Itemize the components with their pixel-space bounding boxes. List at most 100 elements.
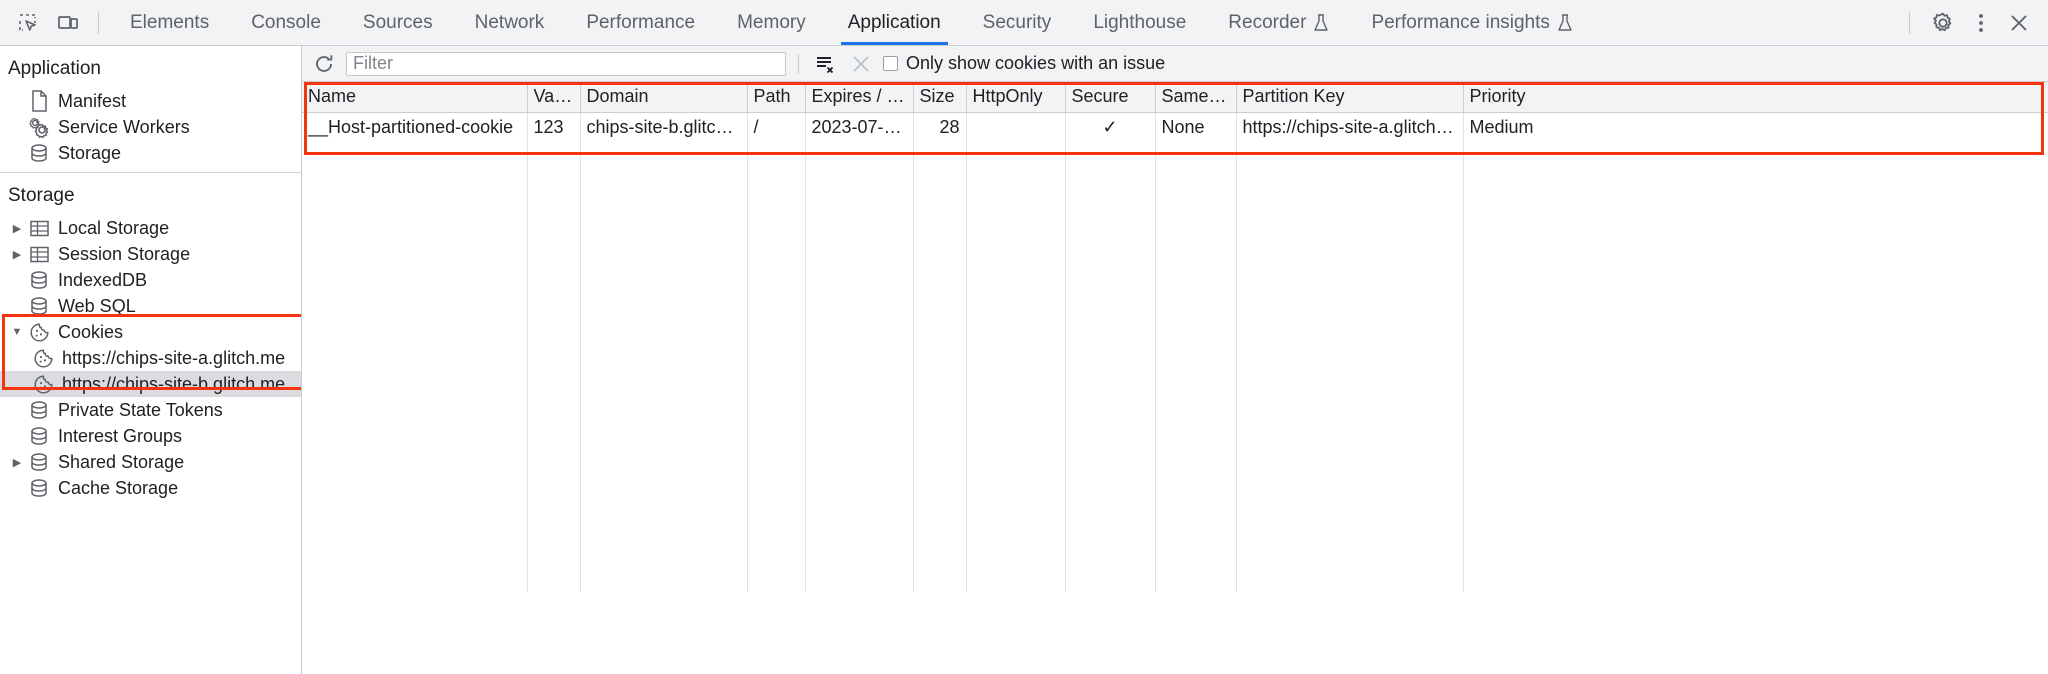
tab-recorder[interactable]: Recorder: [1207, 0, 1350, 45]
cookie-icon: [26, 322, 52, 343]
clear-all-cookies-icon[interactable]: [847, 50, 875, 78]
table-filler-row: [302, 322, 2048, 352]
settings-gear-icon[interactable]: [1924, 1, 1962, 45]
sidebar-item-cache-storage[interactable]: ▶ Cache Storage: [0, 475, 301, 501]
sidebar-item-label: IndexedDB: [58, 269, 148, 290]
sidebar-item-web-sql[interactable]: ▶ Web SQL: [0, 293, 301, 319]
sidebar-item-interest-groups[interactable]: ▶ Interest Groups: [0, 423, 301, 449]
tab-security-label: Security: [982, 11, 1052, 33]
sidebar-item-label: Web SQL: [58, 295, 136, 316]
cookies-panel: Filter Only show cookies with an: [302, 46, 2048, 674]
only-issues-checkbox-row[interactable]: Only show cookies with an issue: [883, 53, 1165, 74]
cell-value[interactable]: 123: [527, 112, 581, 142]
cell-httponly[interactable]: [966, 112, 1066, 142]
tab-memory[interactable]: Memory: [716, 0, 827, 45]
section-title-storage: Storage: [8, 185, 75, 206]
column-header-httponly[interactable]: HttpOnly: [966, 82, 1066, 113]
cookie-icon: [30, 374, 56, 395]
cell-expires[interactable]: 2023-07-07…: [805, 112, 914, 142]
refresh-icon[interactable]: [310, 50, 338, 78]
sidebar-item-cookies-chips-site-a[interactable]: https://chips-site-a.glitch.me: [0, 345, 301, 371]
chevron-right-icon[interactable]: ▶: [12, 456, 22, 469]
column-header-path[interactable]: Path: [747, 82, 806, 113]
sidebar-item-local-storage[interactable]: ▶ Local Storage: [0, 215, 301, 241]
device-toolbar-icon[interactable]: [48, 1, 88, 45]
filter-input[interactable]: Filter: [346, 51, 786, 76]
column-header-priority[interactable]: Priority: [1463, 82, 2048, 113]
tab-application-label: Application: [847, 11, 941, 33]
tab-lighthouse-label: Lighthouse: [1093, 11, 1187, 33]
sidebar-item-private-state-tokens[interactable]: ▶ Private State Tokens: [0, 397, 301, 423]
sidebar-item-shared-storage[interactable]: ▶ Shared Storage: [0, 449, 301, 475]
cookies-table-wrapper: Name Value Domain Path Expires / M... Si…: [302, 82, 2048, 674]
database-icon: [26, 269, 52, 291]
database-icon: [26, 399, 52, 421]
gears-icon: [26, 116, 52, 138]
more-options-icon[interactable]: [1962, 1, 2000, 45]
sidebar-item-label: Storage: [58, 142, 122, 163]
table-filler-row: [302, 262, 2048, 292]
chevron-down-icon[interactable]: ▼: [11, 326, 23, 338]
sidebar-item-label: Local Storage: [58, 217, 170, 238]
column-header-name[interactable]: Name: [302, 82, 528, 113]
table-filler-row: [302, 412, 2048, 442]
tab-elements-label: Elements: [130, 11, 210, 33]
cookie-icon: [30, 348, 56, 369]
tab-application[interactable]: Application: [827, 0, 962, 45]
sidebar-item-label: https://chips-site-b.glitch.me: [62, 373, 286, 394]
cell-domain[interactable]: chips-site-b.glitch.me: [580, 112, 748, 142]
cell-size[interactable]: 28: [913, 112, 967, 142]
chevron-right-icon[interactable]: ▶: [12, 248, 22, 261]
column-header-size[interactable]: Size: [913, 82, 967, 113]
only-issues-checkbox[interactable]: [883, 56, 898, 71]
sidebar-item-cookies[interactable]: ▼ Cookies: [0, 319, 301, 345]
table-icon: [26, 218, 52, 239]
tab-security[interactable]: Security: [962, 0, 1073, 45]
sidebar-item-storage[interactable]: ▶ Storage: [0, 140, 301, 166]
table-header-row: Name Value Domain Path Expires / M... Si…: [302, 82, 2048, 113]
tab-console[interactable]: Console: [230, 0, 342, 45]
column-header-secure[interactable]: Secure: [1065, 82, 1156, 113]
table-filler-row: [302, 352, 2048, 382]
sidebar-item-label: Cache Storage: [58, 477, 179, 498]
cell-partitionkey[interactable]: https://chips-site-a.glitch.me: [1236, 112, 1464, 142]
close-devtools-icon[interactable]: [2000, 1, 2038, 45]
sidebar-item-service-workers[interactable]: ▶ Service Workers: [0, 114, 301, 140]
tab-recorder-label: Recorder: [1228, 11, 1307, 33]
tab-lighthouse[interactable]: Lighthouse: [1072, 0, 1207, 45]
sidebar-item-session-storage[interactable]: ▶ Session Storage: [0, 241, 301, 267]
column-header-expires[interactable]: Expires / M...: [805, 82, 914, 113]
clear-filter-icon[interactable]: [811, 50, 839, 78]
tab-performance[interactable]: Performance: [565, 0, 716, 45]
sidebar-item-indexeddb[interactable]: ▶ IndexedDB: [0, 267, 301, 293]
filter-placeholder: Filter: [353, 53, 393, 73]
column-header-samesite[interactable]: SameSite: [1155, 82, 1237, 113]
sidebar-divider: [0, 172, 301, 173]
toolbar-right-buttons: [1903, 0, 2048, 45]
sidebar-item-label: Session Storage: [58, 243, 191, 264]
table-filler-row: [302, 172, 2048, 202]
cell-path[interactable]: /: [747, 112, 806, 142]
sidebar-item-manifest[interactable]: ▶ Manifest: [0, 88, 301, 114]
column-header-value[interactable]: Value: [527, 82, 581, 113]
tab-network-label: Network: [474, 11, 545, 33]
sidebar-item-label: Private State Tokens: [58, 399, 223, 420]
table-row[interactable]: __Host-partitioned-cookie 123 chips-site…: [302, 112, 2048, 142]
tab-sources[interactable]: Sources: [342, 0, 454, 45]
experiment-flask-icon: [1313, 13, 1329, 32]
sidebar-item-cookies-chips-site-b[interactable]: https://chips-site-b.glitch.me: [0, 371, 301, 397]
cell-samesite[interactable]: None: [1155, 112, 1237, 142]
tab-performance-insights[interactable]: Performance insights: [1350, 0, 1593, 45]
column-header-domain[interactable]: Domain: [580, 82, 748, 113]
sidebar-item-label: https://chips-site-a.glitch.me: [62, 347, 286, 368]
inspect-element-icon[interactable]: [8, 1, 48, 45]
tab-console-label: Console: [251, 11, 321, 33]
cell-secure[interactable]: ✓: [1065, 112, 1156, 142]
cell-priority[interactable]: Medium: [1463, 112, 2048, 142]
column-header-partitionkey[interactable]: Partition Key: [1236, 82, 1464, 113]
cell-name[interactable]: __Host-partitioned-cookie: [302, 112, 528, 142]
tab-network[interactable]: Network: [454, 0, 566, 45]
tab-elements[interactable]: Elements: [109, 0, 230, 45]
chevron-right-icon[interactable]: ▶: [12, 222, 22, 235]
